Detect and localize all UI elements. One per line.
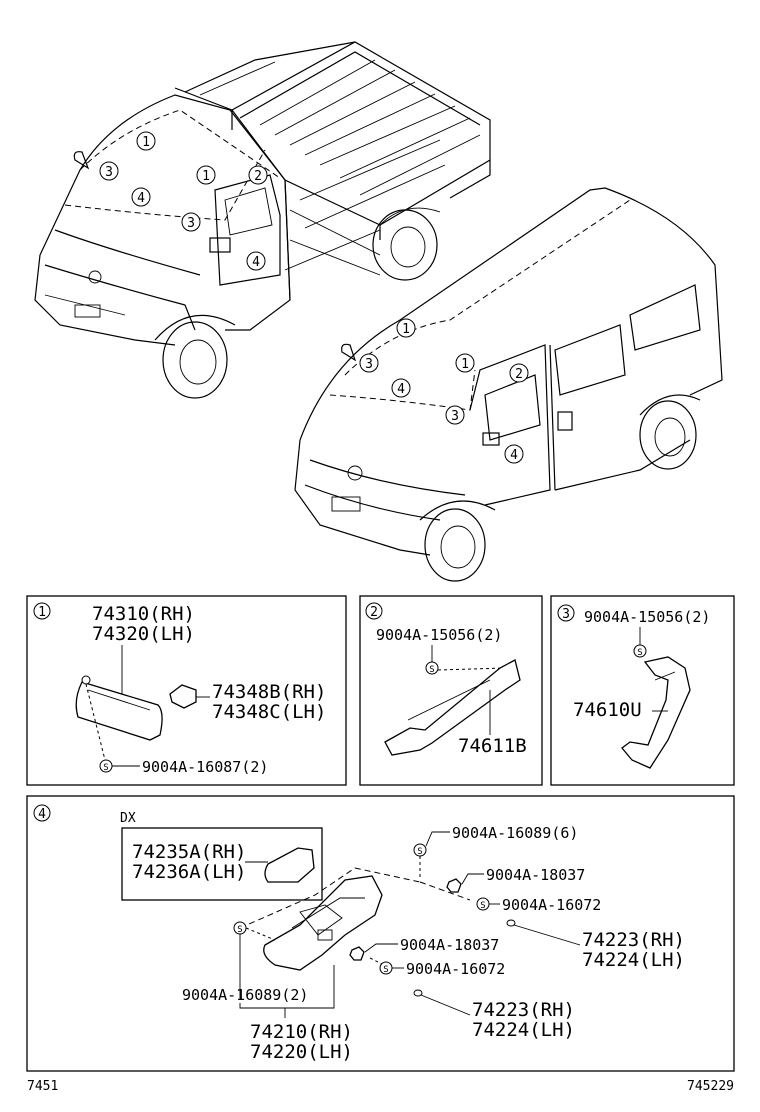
grip-screw-label-2: 9004A-15056(2) <box>376 626 502 644</box>
clip-icon <box>413 989 423 997</box>
nut-icon <box>349 946 365 961</box>
truck-callouts: 1 3 1 2 4 3 4 <box>99 131 268 271</box>
console-clip-lower-lh-label: 74224(LH) <box>472 1019 575 1041</box>
console-screw-lower-label: 9004A-16072 <box>406 960 505 978</box>
footer-left-code: 7451 <box>27 1079 58 1094</box>
console-screw-left-label: 9004A-16089(2) <box>182 986 308 1004</box>
dx-part-lh-label: 74236A(LH) <box>132 861 246 883</box>
assist-grip-part-2 <box>384 659 521 756</box>
van-callouts: 1 3 1 2 4 3 4 <box>359 318 529 464</box>
truck-callout-1: 1 <box>142 135 150 150</box>
van-callout-1b: 1 <box>461 357 469 372</box>
van-illustration: 1 3 1 2 4 3 4 <box>294 187 723 582</box>
console-clip-upper-rh-label: 74223(RH) <box>582 929 685 951</box>
truck-illustration: 1 3 1 2 4 3 4 <box>34 41 491 399</box>
console-nut-upper-label: 9004A-18037 <box>486 866 585 884</box>
truck-callout-4: 4 <box>137 191 145 206</box>
screw-icon: S <box>429 665 434 675</box>
panel-2-assist-grip: 2 9004A-15056(2) S 74611B <box>359 595 543 786</box>
van-callout-4: 4 <box>397 382 405 397</box>
truck-callout-3b: 3 <box>187 216 195 231</box>
sun-visor-rh-label: 74310(RH) <box>92 603 195 625</box>
nut-icon <box>446 878 462 893</box>
dx-cover-part <box>264 847 315 883</box>
panel-2-number: 2 <box>370 605 378 620</box>
panel-1-sun-visor: 1 74310(RH) 74320(LH) 74348B(RH) 74348C(… <box>26 595 347 786</box>
sun-visor-part <box>75 681 163 741</box>
panel-3-number: 3 <box>562 607 570 622</box>
console-box-part <box>263 875 383 971</box>
assist-grip-part-3 <box>621 656 691 769</box>
truck-callout-4b: 4 <box>252 255 260 270</box>
screw-icon: S <box>637 648 642 658</box>
van-callout-4b: 4 <box>510 448 518 463</box>
panel-4-number: 4 <box>38 807 46 822</box>
van-callout-1: 1 <box>402 322 410 337</box>
dx-part-rh-label: 74235A(RH) <box>132 841 246 863</box>
panel-4-console-box: 4 DX 74235A(RH) 74236A(LH) S 9004A-16089… <box>26 795 735 1072</box>
console-screw-upper-label: 9004A-16072 <box>502 896 601 914</box>
footer-right-code: 745229 <box>687 1079 734 1094</box>
screw-icon: S <box>237 925 242 935</box>
screw-icon: S <box>417 847 422 857</box>
visor-clip-rh-label: 74348B(RH) <box>212 681 326 703</box>
console-clip-upper-lh-label: 74224(LH) <box>582 949 685 971</box>
sun-visor-lh-label: 74320(LH) <box>92 623 195 645</box>
console-clip-lower-rh-label: 74223(RH) <box>472 999 575 1021</box>
assist-grip-part-2-label: 74611B <box>458 735 527 757</box>
panel-1-number: 1 <box>38 605 46 620</box>
assist-grip-part-3-label: 74610U <box>573 699 642 721</box>
van-callout-3: 3 <box>365 357 373 372</box>
van-callout-3b: 3 <box>451 409 459 424</box>
truck-callout-3: 3 <box>105 165 113 180</box>
panel-3-assist-grip: 3 9004A-15056(2) S 74610U <box>550 595 735 786</box>
screw-icon: S <box>480 901 485 911</box>
van-callout-2: 2 <box>515 367 523 382</box>
console-main-lh-label: 74220(LH) <box>250 1041 353 1063</box>
screw-icon: S <box>383 965 388 975</box>
clip-icon <box>506 919 516 927</box>
visor-screw-label: 9004A-16087(2) <box>142 758 268 776</box>
truck-callout-1b: 1 <box>202 169 210 184</box>
console-nut-lower-label: 9004A-18037 <box>400 936 499 954</box>
visor-clip-part <box>169 684 197 709</box>
grip-screw-label-3: 9004A-15056(2) <box>584 608 710 626</box>
console-main-rh-label: 74210(RH) <box>250 1021 353 1043</box>
screw-icon: S <box>103 763 108 773</box>
dx-label: DX <box>120 811 136 826</box>
visor-clip-lh-label: 74348C(LH) <box>212 701 326 723</box>
truck-callout-2: 2 <box>254 169 262 184</box>
console-screw-top-label: 9004A-16089(6) <box>452 824 578 842</box>
